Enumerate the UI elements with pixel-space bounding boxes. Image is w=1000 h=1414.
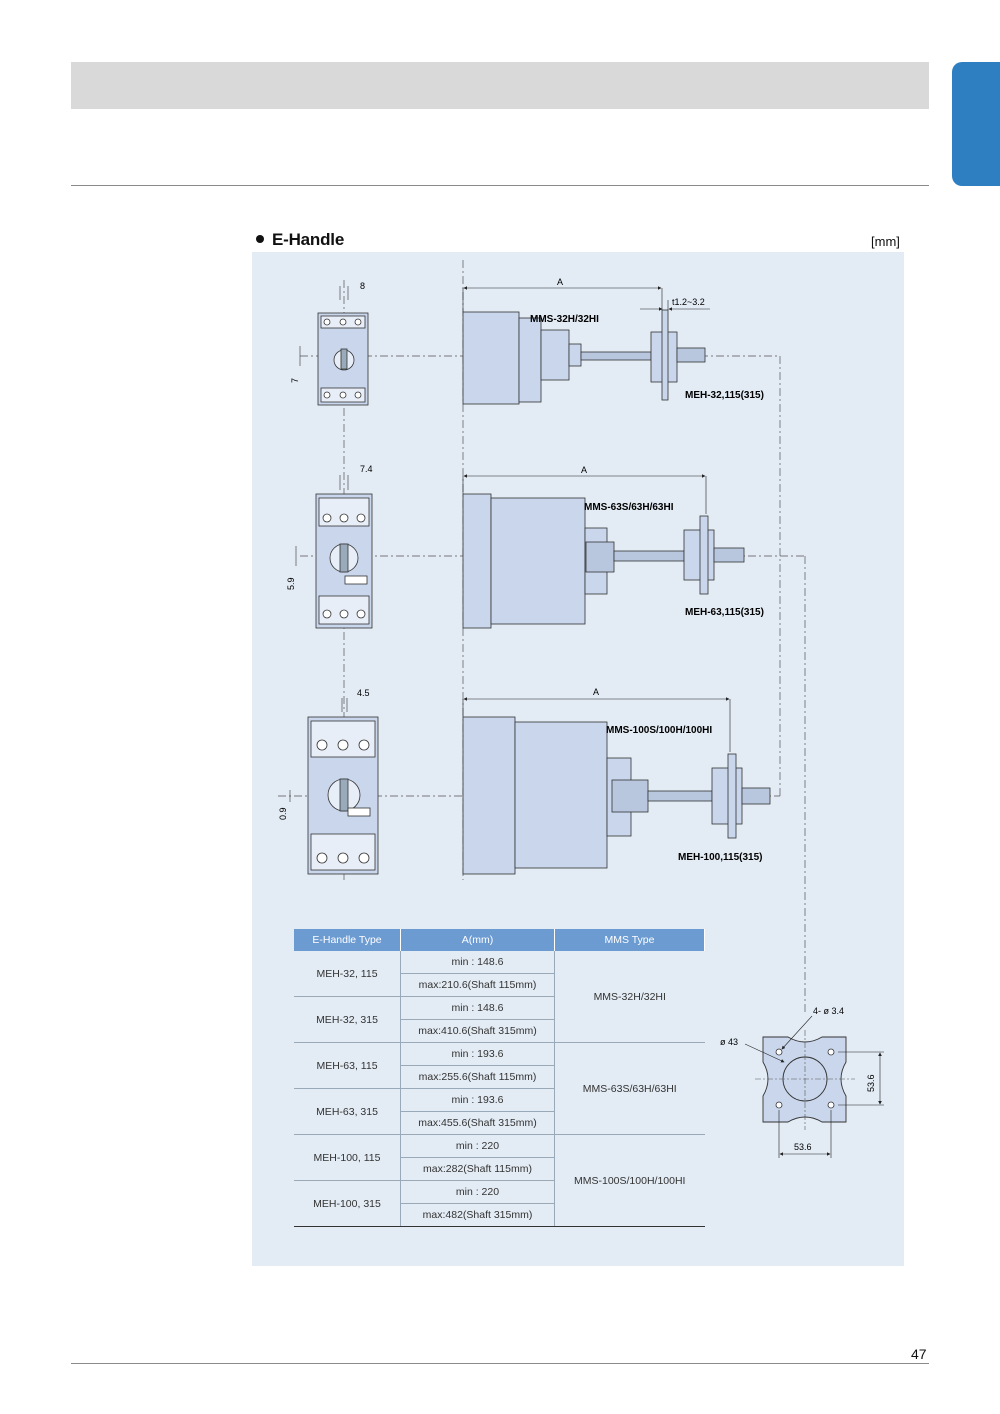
cell-max: max:410.6(Shaft 315mm) — [400, 1019, 555, 1043]
table-row: MEH-63, 115 min : 193.6 MMS-63S/63H/63HI — [294, 1042, 705, 1135]
flange-width-label: 53.6 — [794, 1142, 812, 1152]
cell-max: max:455.6(Shaft 315mm) — [400, 1111, 555, 1135]
flange-detail: 4- ø 3.4 ø 43 53.6 53.6 — [720, 1006, 884, 1158]
section-title-text: E-Handle — [272, 230, 345, 249]
row3-mms-label: MMS-100S/100H/100HI — [606, 725, 712, 736]
header-rule — [71, 185, 929, 186]
cell-min: min : 148.6 — [400, 951, 555, 974]
header-mms-type: MMS Type — [554, 929, 705, 951]
header-a-mm: A(mm) — [400, 929, 555, 951]
cell-min: min : 220 — [400, 1180, 555, 1204]
row3-dim-side: 0.9 — [278, 807, 288, 820]
cell-min: min : 193.6 — [400, 1042, 555, 1066]
e-handle-spec-table: E-Handle Type A(mm) MMS Type MEH-32, 115… — [294, 929, 705, 1227]
row1-dim-side: 7 — [290, 378, 300, 383]
table-row: max:282(Shaft 115mm) — [294, 1157, 705, 1181]
row1-front-view — [317, 312, 369, 406]
table-row: max:210.6(Shaft 115mm) — [294, 973, 705, 997]
row3-dim-a: A — [593, 687, 599, 697]
row1-dim-t: t1.2~3.2 — [672, 297, 705, 307]
row1-meh-label: MEH-32,115(315) — [685, 390, 764, 401]
page-number: 47 — [911, 1346, 927, 1362]
row2-dim-a: A — [581, 465, 587, 475]
section-title: E-Handle — [256, 230, 344, 250]
cell-type: MEH-32, 115 — [294, 951, 401, 997]
row3-dim-top: 4.5 — [357, 688, 370, 698]
row2-meh-label: MEH-63,115(315) — [685, 607, 764, 618]
row2-side-view — [462, 493, 745, 629]
cell-max: max:255.6(Shaft 115mm) — [400, 1065, 555, 1089]
row2-front-view — [315, 493, 373, 629]
row2-dim-top: 7.4 — [360, 464, 373, 474]
cell-type: MEH-100, 315 — [294, 1180, 401, 1227]
table-row: max:455.6(Shaft 315mm) — [294, 1111, 705, 1135]
cell-max: max:210.6(Shaft 115mm) — [400, 973, 555, 997]
row3-side-view — [462, 716, 771, 875]
row1-side-view — [462, 309, 706, 405]
cell-mms: MMS-32H/32HI — [554, 951, 705, 1043]
row3-front-view — [307, 716, 379, 875]
cell-max: max:282(Shaft 115mm) — [400, 1157, 555, 1181]
table-row: MEH-32, 115 min : 148.6 MMS-32H/32HI — [294, 951, 705, 1043]
table-header-row: E-Handle Type A(mm) MMS Type — [294, 929, 705, 951]
cell-min: min : 193.6 — [400, 1088, 555, 1112]
bullet-icon — [256, 235, 264, 243]
cell-type: MEH-63, 315 — [294, 1088, 401, 1135]
chapter-tab — [952, 62, 1000, 186]
row2-dim-side: 5.9 — [286, 577, 296, 590]
cell-mms: MMS-100S/100H/100HI — [554, 1134, 705, 1227]
row1-dim-top: 8 — [360, 281, 365, 291]
table-row: MEH-63, 315 min : 193.6 — [294, 1088, 705, 1135]
table-row: MEH-100, 115 min : 220 MMS-100S/100H/100… — [294, 1134, 705, 1227]
flange-dia-label: ø 43 — [720, 1037, 738, 1047]
cell-type: MEH-100, 115 — [294, 1134, 401, 1181]
row1-mms-label: MMS-32H/32HI — [530, 314, 599, 325]
cell-max: max:482(Shaft 315mm) — [400, 1203, 555, 1227]
header-e-handle-type: E-Handle Type — [294, 929, 401, 951]
cell-min: min : 148.6 — [400, 996, 555, 1020]
flange-hole-label: 4- ø 3.4 — [813, 1006, 844, 1016]
cell-type: MEH-32, 315 — [294, 996, 401, 1043]
cell-min: min : 220 — [400, 1134, 555, 1158]
footer-rule — [71, 1363, 929, 1364]
cell-type: MEH-63, 115 — [294, 1042, 401, 1089]
cell-mms: MMS-63S/63H/63HI — [554, 1042, 705, 1135]
flange-height-label: 53.6 — [866, 1074, 876, 1092]
row1-dim-a: A — [557, 277, 563, 287]
row2-mms-label: MMS-63S/63H/63HI — [584, 502, 674, 513]
row3-meh-label: MEH-100,115(315) — [678, 852, 763, 863]
header-band — [71, 62, 929, 109]
table-row: MEH-100, 315 min : 220 — [294, 1180, 705, 1227]
table-row: MEH-32, 315 min : 148.6 — [294, 996, 705, 1043]
table-row: max:482(Shaft 315mm) — [294, 1203, 705, 1227]
table-row: max:255.6(Shaft 115mm) — [294, 1065, 705, 1089]
unit-label: [mm] — [871, 234, 900, 249]
table-row: max:410.6(Shaft 315mm) — [294, 1019, 705, 1043]
